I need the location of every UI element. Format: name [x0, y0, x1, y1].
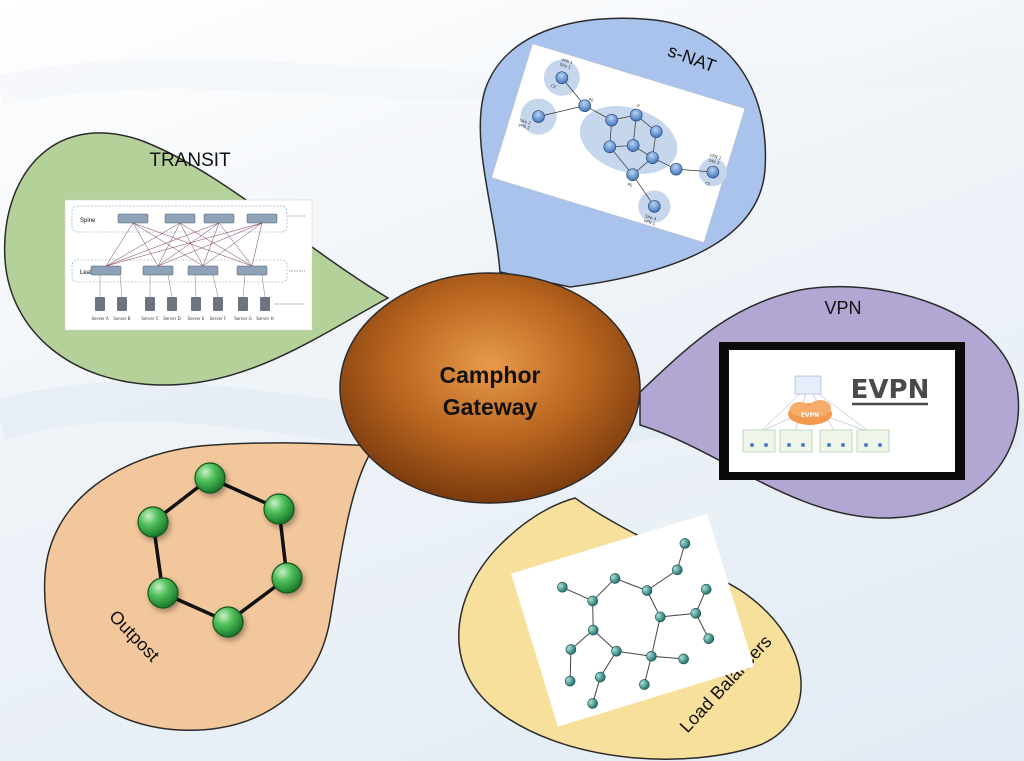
load-balancers-tree-figure: [511, 513, 754, 727]
server-e-label: Server E: [188, 316, 205, 321]
petal-vpn-label: VPN: [824, 298, 861, 318]
server-b-label: Server B: [113, 316, 130, 321]
snat-ce-right: CE: [705, 180, 712, 186]
petal-transit-label: TRANSIT: [149, 150, 231, 171]
center-title-line1: Camphor: [440, 362, 541, 388]
outpost-node: [271, 562, 303, 594]
snat-pe-left: PE: [588, 97, 595, 103]
center-hub[interactable]: Camphor Gateway: [339, 272, 641, 504]
center-hub-ellipse: [339, 272, 641, 504]
petal-transit[interactable]: TRANSIT Spine Leaf: [3, 132, 390, 386]
snat-vpn-left: VPN 2: [518, 122, 531, 130]
spine-label: Spine: [80, 218, 96, 224]
snat-site-top: Site 1: [559, 62, 572, 70]
snat-vpn-right: VPN 2: [709, 152, 722, 160]
snat-pe-bottom: PE: [627, 182, 634, 188]
snat-ce-top: CE: [550, 83, 557, 89]
outpost-node: [147, 577, 179, 609]
server-f-label: Server F: [210, 316, 227, 321]
snat-site-bottom: Site 4: [644, 213, 657, 221]
outpost-node: [194, 462, 226, 494]
petal-load-balancers[interactable]: Load Balancers: [458, 497, 802, 760]
evpn-cloud-label: EVPN: [801, 412, 819, 419]
leaf-label: Leaf: [80, 270, 92, 276]
outpost-node: [263, 493, 295, 525]
vpn-evpn-figure: EVPN EVPN: [719, 342, 965, 480]
outpost-node: [212, 606, 244, 638]
outpost-ring-figure: [137, 462, 303, 638]
center-title-line2: Gateway: [443, 394, 538, 420]
server-d-label: Server D: [163, 316, 180, 321]
petal-vpn[interactable]: VPN EVPN EVPN: [639, 285, 1020, 519]
snat-vpn-bottom: VPN 1: [643, 218, 656, 226]
server-g-label: Server G: [234, 316, 252, 321]
server-c-label: Server C: [141, 316, 158, 321]
transit-spine-leaf-figure: Spine Leaf: [64, 199, 313, 331]
snat-vpn-top: VPN 1: [561, 57, 574, 65]
petal-snat[interactable]: s-NAT: [479, 17, 767, 288]
server-a-label: Server A: [91, 316, 108, 321]
snat-mpls-figure: VPN 1 Site 1 CE VPN 2 Site 2 PE P VPN 2 …: [491, 43, 746, 243]
server-h-label: Server H: [256, 316, 273, 321]
snat-site-right: Site 3: [708, 157, 721, 165]
snat-site-left: Site 2: [519, 117, 532, 125]
snat-p-node: P: [636, 103, 640, 109]
evpn-title: EVPN: [851, 375, 930, 405]
petal-outpost[interactable]: Outpost: [43, 442, 377, 732]
outpost-node: [137, 506, 169, 538]
